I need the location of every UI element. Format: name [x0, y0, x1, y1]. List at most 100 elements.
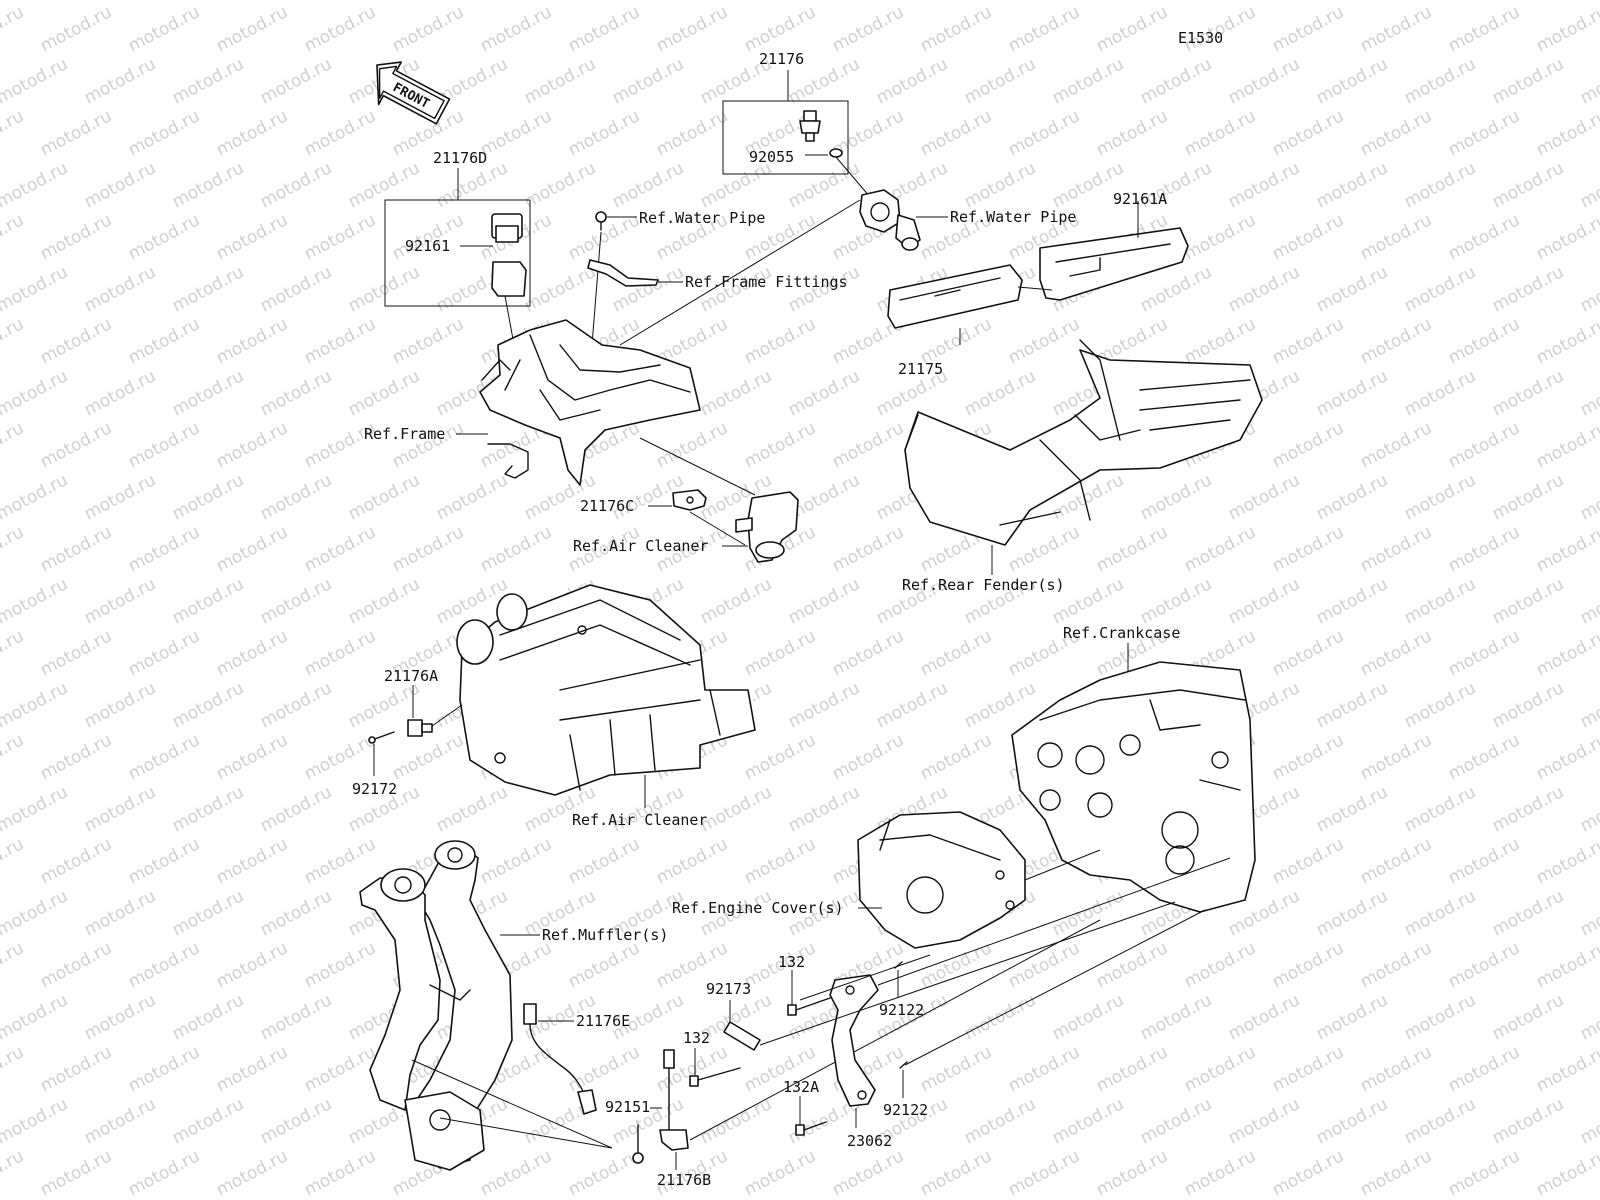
watermark-text: motod.ru — [1489, 782, 1567, 836]
watermark-text: motod.ru — [389, 522, 467, 576]
watermark-text: motod.ru — [257, 54, 335, 108]
watermark-text: motod.ru — [1577, 990, 1600, 1044]
watermark-text: motod.ru — [1269, 1042, 1347, 1096]
watermark-text: motod.ru — [125, 106, 203, 160]
watermark-text: motod.ru — [1269, 314, 1347, 368]
watermark-text: motod.ru — [1489, 470, 1567, 524]
frame-section — [479, 319, 701, 486]
watermark-text: motod.ru — [873, 54, 951, 108]
watermark-text: motod.ru — [653, 106, 731, 160]
watermark-text: motod.ru — [961, 0, 1039, 4]
watermark-text: motod.ru — [1445, 938, 1523, 992]
watermark-text: motod.ru — [741, 1146, 819, 1200]
ref-rear-fender-label: Ref.Rear Fender(s) — [902, 576, 1065, 594]
diagram-code: E1530 — [1178, 29, 1223, 47]
watermark-text: motod.ru — [1269, 938, 1347, 992]
watermark-text: motod.ru — [829, 1146, 907, 1200]
watermark-text: motod.ru — [1093, 1146, 1171, 1200]
watermark-text: motod.ru — [301, 938, 379, 992]
watermark-text: motod.ru — [609, 262, 687, 316]
sensor-21176A — [407, 719, 433, 737]
part-23062-label: 23062 — [847, 1132, 892, 1150]
watermark-text: motod.ru — [125, 314, 203, 368]
watermark-text: motod.ru — [1313, 366, 1391, 420]
watermark-text: motod.ru — [389, 730, 467, 784]
watermark-text: motod.ru — [1533, 210, 1600, 264]
watermark-text: motod.ru — [0, 2, 27, 56]
watermark-text: motod.ru — [1313, 574, 1391, 628]
watermark-text: motod.ru — [1269, 626, 1347, 680]
watermark-text: motod.ru — [873, 0, 951, 4]
watermark-text: motod.ru — [829, 626, 907, 680]
watermark-text: motod.ru — [213, 210, 291, 264]
watermark-text: motod.ru — [653, 834, 731, 888]
watermark-text: motod.ru — [521, 158, 599, 212]
part-92161-label: 92161 — [405, 237, 450, 255]
group-21176 — [619, 70, 948, 346]
watermark-text: motod.ru — [1489, 0, 1567, 4]
watermark-text: motod.ru — [1401, 1094, 1479, 1148]
watermark-text: motod.ru — [1313, 1094, 1391, 1148]
watermark-text: motod.ru — [301, 1042, 379, 1096]
watermark-text: motod.ru — [213, 522, 291, 576]
part-92122-label-lower: 92122 — [883, 1101, 928, 1119]
watermark-text: motod.ru — [477, 1146, 555, 1200]
ref-engine-cover-label: Ref.Engine Cover(s) — [672, 899, 844, 917]
watermark-text: motod.ru — [1005, 106, 1083, 160]
part-92173-label: 92173 — [706, 980, 751, 998]
watermark-text: motod.ru — [0, 574, 71, 628]
watermark-text: motod.ru — [81, 262, 159, 316]
watermark-text: motod.ru — [257, 1094, 335, 1148]
watermark-text: motod.ru — [213, 418, 291, 472]
watermark-text: motod.ru — [829, 2, 907, 56]
watermark-text: motod.ru — [785, 678, 863, 732]
watermark-text: motod.ru — [1489, 886, 1567, 940]
watermark-text: motod.ru — [81, 470, 159, 524]
watermark-text: motod.ru — [37, 210, 115, 264]
watermark-text: motod.ru — [301, 522, 379, 576]
watermark-text: motod.ru — [433, 0, 511, 4]
watermark-text: motod.ru — [1005, 938, 1083, 992]
watermark-text: motod.ru — [81, 0, 159, 4]
watermark-text: motod.ru — [1313, 158, 1391, 212]
watermark-text: motod.ru — [257, 782, 335, 836]
watermark-text: motod.ru — [345, 470, 423, 524]
watermark-text: motod.ru — [697, 782, 775, 836]
speed-sensor-21176B — [659, 1049, 689, 1151]
watermark-text: motod.ru — [697, 574, 775, 628]
watermark-text: motod.ru — [1313, 262, 1391, 316]
front-direction-arrow: FRONT — [376, 61, 451, 125]
watermark-text: motod.ru — [1401, 158, 1479, 212]
watermark-text: motod.ru — [961, 158, 1039, 212]
watermark-text: motod.ru — [0, 782, 71, 836]
watermark-text: motod.ru — [169, 990, 247, 1044]
watermark-text: motod.ru — [1577, 262, 1600, 316]
watermark-text: motod.ru — [37, 1042, 115, 1096]
watermark-text: motod.ru — [125, 730, 203, 784]
watermark-text: motod.ru — [785, 0, 863, 4]
watermark-text: motod.ru — [1489, 262, 1567, 316]
watermark-text: motod.ru — [37, 2, 115, 56]
watermark-text: motod.ru — [1401, 54, 1479, 108]
watermark-text: motod.ru — [741, 834, 819, 888]
watermark-text: motod.ru — [1577, 470, 1600, 524]
watermark-text: motod.ru — [0, 730, 27, 784]
part-21176-label: 21176 — [759, 50, 804, 68]
ref-frame-label: Ref.Frame — [364, 425, 445, 443]
relay-21176D — [491, 213, 523, 243]
watermark-text: motod.ru — [257, 158, 335, 212]
watermark-text: motod.ru — [1269, 418, 1347, 472]
bolt-132-lower — [689, 1067, 741, 1087]
watermark-text: motod.ru — [433, 782, 511, 836]
watermark-text: motod.ru — [345, 574, 423, 628]
watermark-text: motod.ru — [1269, 834, 1347, 888]
watermark-text: motod.ru — [961, 1094, 1039, 1148]
watermark-text: motod.ru — [917, 1146, 995, 1200]
part-21176D-label: 21176D — [433, 149, 487, 167]
battery-cover-21175 — [887, 264, 1023, 329]
watermark-text: motod.ru — [81, 158, 159, 212]
watermark-text: motod.ru — [961, 54, 1039, 108]
watermark-text: motod.ru — [1577, 0, 1600, 4]
watermark-text: motod.ru — [125, 2, 203, 56]
watermark-text: motod.ru — [1137, 0, 1215, 4]
